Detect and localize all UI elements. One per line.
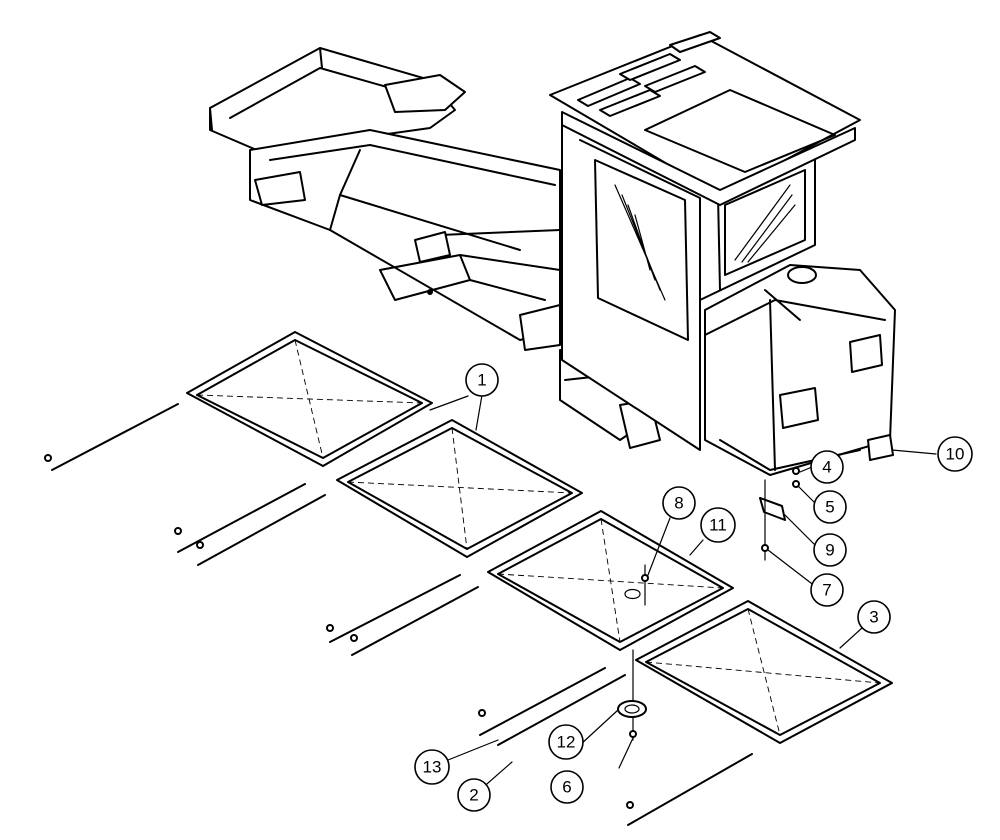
callout-13: 13	[414, 749, 450, 785]
callout-12: 12	[548, 724, 584, 760]
hinge-rods	[44, 403, 753, 826]
callout-2-label: 2	[469, 786, 478, 805]
callout-7-label: 7	[822, 581, 831, 600]
leader-lines	[429, 394, 937, 791]
callout-5: 5	[813, 490, 847, 524]
callout-12-label: 12	[557, 733, 576, 752]
small-hardware	[617, 434, 894, 741]
callout-11: 11	[700, 507, 736, 543]
callout-6: 6	[550, 770, 584, 804]
callout-3-label: 3	[869, 608, 878, 627]
callout-1-label: 1	[477, 371, 486, 390]
callout-2: 2	[457, 778, 491, 812]
callout-1: 1	[465, 363, 499, 397]
callout-13-label: 13	[423, 758, 442, 777]
callout-5-label: 5	[825, 498, 834, 517]
callout-8: 8	[662, 486, 696, 520]
operator-cab	[549, 31, 861, 451]
callout-4: 4	[810, 450, 844, 484]
callout-4-label: 4	[822, 458, 831, 477]
callout-10-label: 10	[946, 445, 965, 464]
callout-9-label: 9	[825, 541, 834, 560]
machine-frame	[209, 47, 661, 449]
callout-3: 3	[857, 600, 891, 634]
callout-9: 9	[813, 533, 847, 567]
callout-6-label: 6	[562, 778, 571, 797]
engine-hood	[704, 264, 896, 476]
callout-11-label: 11	[709, 516, 727, 535]
floor-panels	[186, 331, 893, 744]
callout-8-label: 8	[674, 494, 683, 513]
callout-10: 10	[937, 436, 973, 472]
callout-7: 7	[810, 573, 844, 607]
